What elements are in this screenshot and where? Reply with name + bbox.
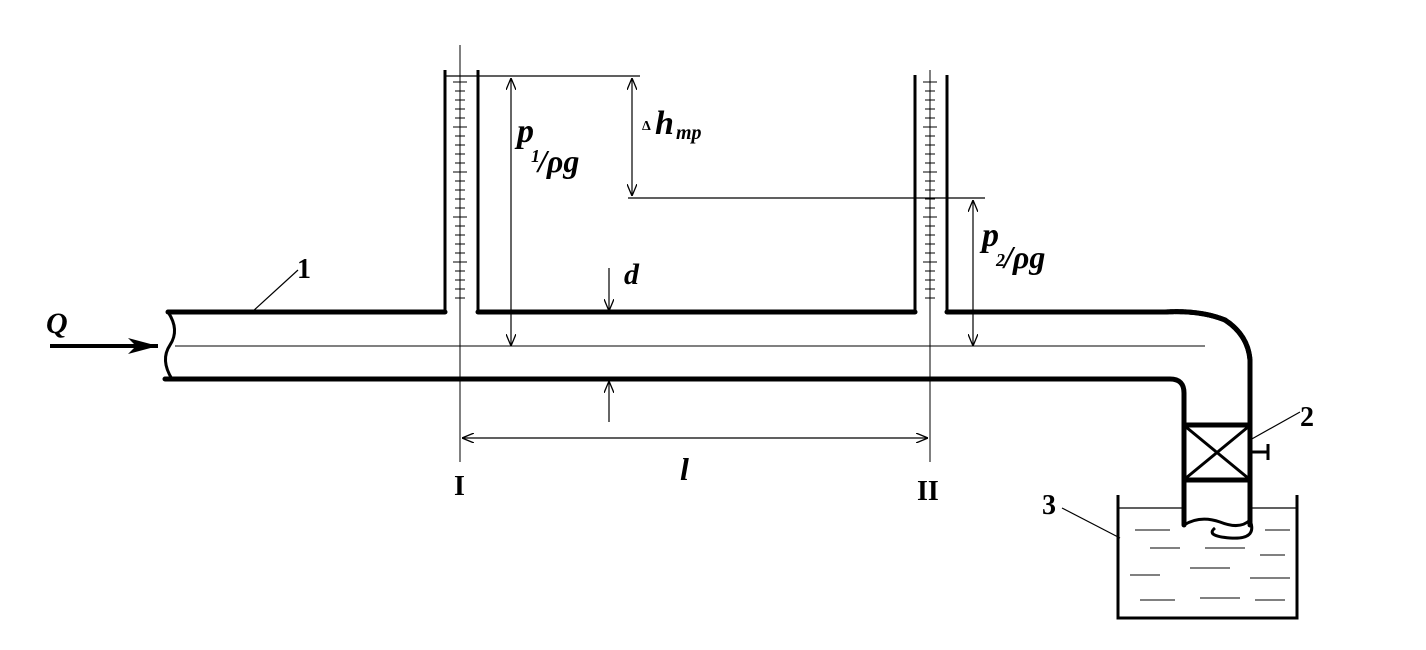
flow-label: Q <box>46 307 68 340</box>
head-loss-subscript: тр <box>676 122 702 144</box>
head-loss-delta: Δ <box>642 119 651 134</box>
tank-marker-label: 3 <box>1042 490 1056 521</box>
main-pipe <box>162 309 1253 428</box>
head-loss-label: Δ h тр <box>642 105 702 144</box>
section-1-label: I <box>454 471 465 502</box>
diameter-label: d <box>624 258 640 291</box>
piezometer-1 <box>443 70 480 312</box>
pipe-leader-line <box>251 269 299 313</box>
tank-leader-line <box>1061 507 1121 539</box>
piezometer-2 <box>913 75 949 312</box>
section-2-label: II <box>917 476 939 507</box>
p1-symbol: p <box>514 113 534 150</box>
valve-leader-line <box>1249 411 1301 441</box>
tank-water-lines <box>1130 529 1290 601</box>
p2-rest: /ρg <box>1002 239 1045 275</box>
tank <box>1116 495 1299 620</box>
p2-label: p 2 /ρg <box>979 217 1045 275</box>
head-loss-symbol: h <box>655 105 674 142</box>
p1-label: p 1 /ρg <box>514 113 579 179</box>
p2-subscript: 2 <box>995 250 1005 270</box>
p1-subscript: 1 <box>531 146 540 166</box>
valve <box>1181 422 1270 540</box>
valve-marker-label: 2 <box>1300 402 1314 433</box>
length-label: l <box>680 451 689 487</box>
p1-rest: /ρg <box>536 143 579 179</box>
pipe-marker-label: 1 <box>297 254 311 285</box>
p2-symbol: p <box>979 217 999 254</box>
